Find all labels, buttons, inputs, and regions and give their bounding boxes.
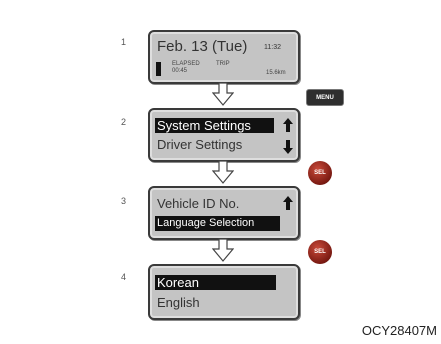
screen-3-system-settings: Vehicle ID No. Language Selection (148, 186, 300, 240)
language-option-english[interactable]: English (157, 295, 200, 310)
elapsed-value: 00:45 (172, 68, 188, 74)
step-number-3: 3 (121, 196, 127, 206)
trip-label: TRIP (216, 61, 230, 67)
screen-2-main-menu: System Settings Driver Settings (148, 108, 300, 162)
menu-button[interactable]: MENU (306, 89, 344, 106)
menu-item-language-selection[interactable]: Language Selection (155, 216, 280, 231)
step-number-2: 2 (121, 117, 127, 127)
menu-item-system-settings[interactable]: System Settings (155, 118, 274, 133)
scroll-up-arrow-icon (283, 196, 293, 210)
elapsed-label: ELAPSED (172, 61, 200, 67)
date-text: Feb. 13 (Tue) (157, 38, 248, 55)
trip-value: 15.6km (266, 70, 286, 76)
menu-item-vehicle-id[interactable]: Vehicle ID No. (157, 196, 240, 211)
sel-button[interactable]: SEL (308, 161, 332, 185)
down-arrow-icon (212, 82, 234, 106)
menu-item-driver-settings[interactable]: Driver Settings (157, 137, 243, 152)
scroll-up-arrow-icon (283, 118, 293, 132)
step-number-1: 1 (121, 37, 127, 47)
scroll-down-arrow-icon (283, 140, 293, 154)
figure-code: OCY28407M (361, 323, 437, 338)
screen-1-trip-display: Feb. 13 (Tue) 11:32 ELAPSED 00:45 TRIP 1… (148, 30, 300, 84)
step-number-4: 4 (121, 272, 127, 282)
down-arrow-icon (212, 238, 234, 262)
down-arrow-icon (212, 160, 234, 184)
sel-button[interactable]: SEL (308, 240, 332, 264)
fuel-bar-icon (156, 62, 161, 76)
clock-text: 11:32 (264, 44, 281, 51)
language-option-korean[interactable]: Korean (155, 275, 276, 290)
screen-4-language-selection: Korean English (148, 264, 300, 320)
